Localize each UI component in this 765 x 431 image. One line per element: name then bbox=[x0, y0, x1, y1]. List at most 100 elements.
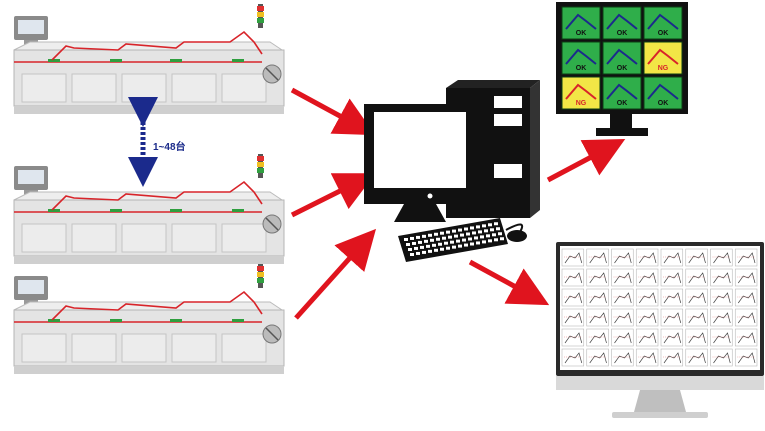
controller-display bbox=[18, 20, 44, 34]
keyboard-key bbox=[452, 229, 456, 233]
profile-thumbnail bbox=[561, 348, 585, 367]
profile-thumbnail bbox=[611, 248, 634, 267]
profile-thumbnail bbox=[586, 288, 609, 307]
keyboard-key bbox=[408, 248, 412, 251]
keyboard-key bbox=[434, 232, 438, 236]
signal-light-red bbox=[257, 156, 264, 161]
keyboard-key bbox=[404, 238, 408, 241]
tile-status-label: NG bbox=[576, 100, 587, 107]
profile-thumbnail bbox=[710, 348, 733, 367]
keyboard-key bbox=[416, 251, 420, 255]
keyboard-key bbox=[428, 249, 432, 253]
keyboard-key bbox=[464, 243, 468, 247]
thumbnail-curve bbox=[688, 352, 706, 364]
oven-base bbox=[14, 256, 284, 264]
profile-thumbnail bbox=[586, 348, 609, 367]
profile-thumbnail bbox=[660, 328, 684, 347]
arrow-machine-2-to-pc bbox=[290, 173, 376, 218]
reflow-oven-2 bbox=[13, 154, 285, 264]
arrow-machine-3-to-pc bbox=[294, 228, 377, 320]
keyboard-key bbox=[410, 236, 414, 240]
keyboard-key bbox=[478, 230, 482, 234]
oven-panel bbox=[21, 223, 67, 253]
reflow-oven-3 bbox=[13, 264, 285, 374]
keyboard-key bbox=[494, 238, 498, 242]
profile-thumbnail bbox=[660, 248, 684, 267]
thumbnail-curve bbox=[713, 252, 731, 264]
thumbnail-curve bbox=[564, 352, 583, 364]
keyboard-key bbox=[432, 243, 436, 247]
profile-thumbnail bbox=[561, 308, 585, 327]
tile-status-label: OK bbox=[576, 30, 587, 37]
keyboard-key bbox=[462, 238, 466, 242]
thumbnail-curve bbox=[663, 292, 682, 304]
profile-thumbnail bbox=[635, 268, 659, 287]
thumbnail-curve bbox=[564, 292, 583, 304]
keyboard-key bbox=[414, 246, 418, 250]
signal-light-green bbox=[257, 278, 264, 283]
keyboard-key bbox=[470, 242, 474, 246]
thumbnail-curve bbox=[638, 312, 657, 324]
keyboard-key bbox=[424, 239, 428, 243]
heater-mark bbox=[48, 59, 60, 62]
keyboard-key bbox=[452, 245, 456, 249]
thumbnail-curve bbox=[564, 332, 583, 344]
profile-thumbnail bbox=[635, 288, 659, 307]
thumbnail-curve bbox=[688, 292, 706, 304]
temperature-profile-curve bbox=[51, 290, 263, 321]
heater-mark bbox=[170, 319, 182, 322]
thumbnail-curve bbox=[589, 332, 607, 344]
keyboard-key bbox=[436, 237, 440, 241]
keyboard-key bbox=[472, 231, 476, 235]
thumbnail-curve bbox=[614, 352, 632, 364]
thumbnail-curve bbox=[713, 332, 731, 344]
heater-mark bbox=[48, 319, 60, 322]
keyboard-key bbox=[450, 240, 454, 244]
status-tile: OK bbox=[561, 41, 601, 75]
thumbnail-curve bbox=[713, 292, 731, 304]
heater-mark bbox=[232, 319, 244, 322]
thumbnail-curve bbox=[589, 352, 607, 364]
profile-thumbnail bbox=[734, 308, 758, 327]
profile-thumbnail bbox=[734, 328, 758, 347]
arrow-machine-1-to-pc bbox=[290, 87, 376, 136]
profile-thumbnail bbox=[611, 348, 634, 367]
tile-profile-curve bbox=[606, 48, 638, 65]
oven-panel bbox=[221, 223, 267, 253]
keyboard-key bbox=[456, 239, 460, 243]
tile-profile-curve bbox=[606, 13, 638, 30]
profile-thumbnail bbox=[734, 268, 758, 287]
profile-thumbnail bbox=[685, 308, 708, 327]
thumbnail-curve bbox=[638, 332, 657, 344]
status-tile: OK bbox=[643, 76, 683, 110]
signal-light-red bbox=[257, 266, 264, 271]
keyboard-key bbox=[410, 253, 414, 256]
profile-thumbnail bbox=[586, 268, 609, 287]
status-tile: OK bbox=[561, 6, 601, 40]
profile-thumbnail bbox=[685, 348, 708, 367]
signal-light-green bbox=[257, 18, 264, 23]
profile-thumbnail bbox=[561, 328, 585, 347]
keyboard-key bbox=[498, 232, 502, 236]
profile-thumbnail bbox=[710, 288, 733, 307]
profile-thumbnail bbox=[561, 268, 585, 287]
thumbnail-curve bbox=[638, 352, 657, 364]
keyboard-key bbox=[476, 241, 480, 245]
tile-status-label: OK bbox=[617, 100, 628, 107]
profile-thumbnail bbox=[710, 308, 733, 327]
thumbnail-curve bbox=[688, 332, 706, 344]
thumbnail-curve bbox=[638, 272, 657, 284]
keyboard-key bbox=[482, 224, 486, 228]
keyboard-key bbox=[442, 236, 446, 240]
keyboard-key bbox=[418, 240, 422, 244]
signal-light-green bbox=[257, 168, 264, 173]
profile-thumbnail bbox=[685, 268, 708, 287]
thumbnail-curve bbox=[737, 292, 756, 304]
oven-panel bbox=[71, 223, 117, 253]
profile-thumbnail bbox=[586, 248, 609, 267]
keyboard-key bbox=[484, 229, 488, 233]
heater-mark bbox=[232, 209, 244, 212]
oven-panel bbox=[21, 333, 67, 363]
mouse-cable bbox=[505, 223, 524, 233]
oven-panel bbox=[171, 333, 217, 363]
